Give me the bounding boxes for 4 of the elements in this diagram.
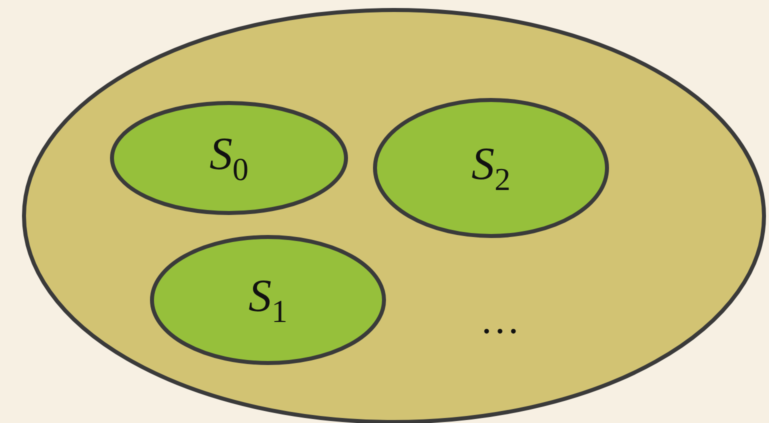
set-label: S$_{1}$ (248, 272, 288, 328)
set-label: S$_{0}$ (210, 130, 248, 186)
ellipsis-label: … (480, 300, 526, 340)
set-label: S$_{2}$ (472, 140, 510, 196)
